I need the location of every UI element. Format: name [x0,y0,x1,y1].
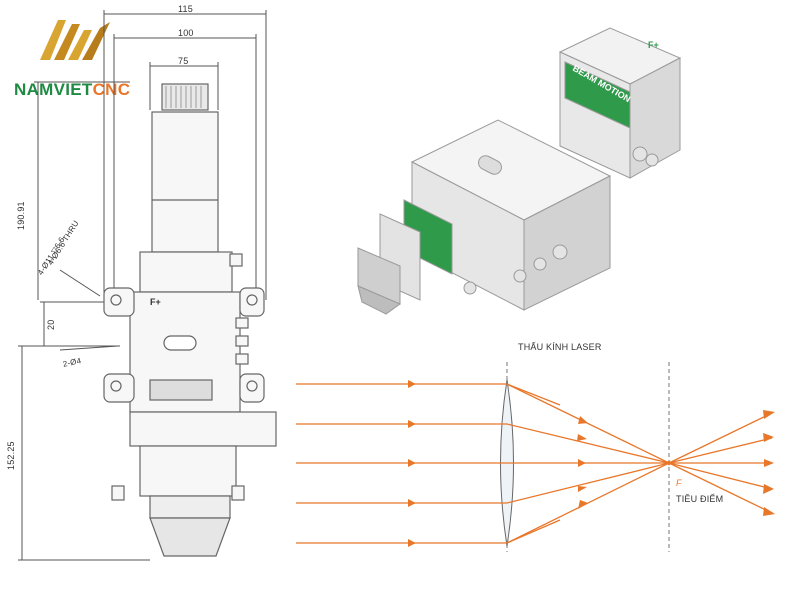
ray-arrows [408,380,775,547]
dim-text-75: 75 [178,56,189,66]
ray-conv-1 [506,383,670,464]
lower-housing [139,445,237,497]
cutting-head-outline [103,83,277,557]
brand-wordmark: NAMVIETCNC [14,80,130,100]
focus-label: TIÊU ĐIỂM [676,494,724,504]
drawing-logo: F+ [150,297,161,307]
product-logo: F+ [648,40,659,50]
brand-name-accent: CNC [92,80,131,99]
focus-symbol: F [676,478,682,488]
lens-label: THẤU KÍNH LASER [518,342,602,352]
collimator-section [139,251,233,293]
nozzle-tip [357,285,402,315]
ray-out-4 [668,437,773,464]
body-window [478,155,502,175]
dim-text-115: 115 [178,4,193,14]
focal-point [666,460,672,466]
ray-group [296,383,773,544]
window-slot [163,335,197,351]
ray-out-2 [668,462,773,490]
fiber-connector-tube [151,111,219,253]
focus-knob [149,379,213,401]
ray-out-1 [668,462,773,514]
beam-motion-label-panel [564,61,631,129]
nozzle-cone [149,517,231,557]
ray-out-5 [668,412,773,464]
ray-conv-2 [506,423,670,464]
ray-conv-4 [506,462,670,504]
dim-text-100: 100 [178,28,194,38]
knurled-collar [161,83,209,111]
brand-name-main: NAMVIET [14,80,93,99]
cooling-block [129,411,277,447]
